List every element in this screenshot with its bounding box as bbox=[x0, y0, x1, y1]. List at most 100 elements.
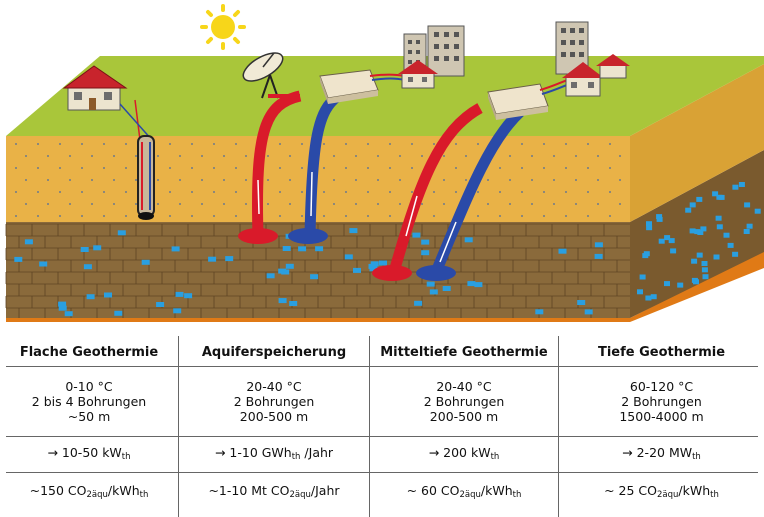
water-pocket bbox=[412, 232, 421, 238]
water-pocket bbox=[646, 225, 653, 231]
cold-reservoir-mid bbox=[416, 265, 456, 281]
column-divider bbox=[369, 336, 370, 517]
house-icon bbox=[62, 65, 128, 111]
cold-reservoir-aquifer bbox=[288, 228, 328, 244]
depth: 200-500 m bbox=[429, 409, 499, 424]
water-pocket bbox=[442, 286, 451, 291]
water-pocket bbox=[535, 309, 544, 315]
water-pocket bbox=[743, 229, 750, 234]
water-pocket bbox=[104, 292, 112, 298]
water-pocket bbox=[594, 242, 603, 248]
conditions-cell: 0-10 °C 2 bis 4 Bohrungen ~50 m bbox=[0, 367, 178, 436]
output-cell: → 200 kWth bbox=[370, 437, 558, 472]
water-pocket bbox=[715, 215, 722, 221]
emissions-subscript: 2äqu bbox=[459, 490, 481, 500]
water-pocket bbox=[702, 274, 709, 280]
water-pocket bbox=[344, 254, 353, 260]
water-pocket bbox=[429, 289, 438, 295]
water-pocket bbox=[754, 208, 761, 214]
water-pocket bbox=[689, 228, 696, 234]
water-pocket bbox=[315, 246, 324, 252]
emissions-subscript: 2äqu bbox=[86, 490, 108, 500]
water-pocket bbox=[414, 300, 423, 306]
conditions-cell: 20-40 °C 2 Bohrungen 200-500 m bbox=[179, 367, 369, 436]
output-value: → 200 kW bbox=[428, 444, 491, 460]
emissions-value: ~ 25 CO bbox=[604, 483, 658, 498]
temperature: 20-40 °C bbox=[436, 379, 492, 394]
water-pocket bbox=[744, 202, 751, 208]
emissions-cell: ~ 60 CO2äqu/kWhth bbox=[370, 473, 558, 513]
emissions-value: ~1-10 Mt CO bbox=[208, 483, 290, 498]
water-pocket bbox=[642, 253, 649, 259]
water-pocket bbox=[713, 254, 720, 260]
row-divider bbox=[6, 436, 758, 437]
water-pocket bbox=[738, 182, 745, 187]
water-pocket bbox=[664, 235, 671, 241]
water-pocket bbox=[670, 248, 677, 254]
sand-layer bbox=[6, 136, 630, 222]
water-pocket bbox=[379, 260, 387, 266]
conditions-cell: 20-40 °C 2 Bohrungen 200-500 m bbox=[370, 367, 558, 436]
water-pocket bbox=[696, 252, 703, 258]
boreholes: 2 bis 4 Bohrungen bbox=[31, 394, 147, 409]
emissions-subscript: 2äqu bbox=[289, 490, 311, 500]
boreholes: 2 Bohrungen bbox=[233, 394, 315, 409]
emissions-unit: /Jahr bbox=[310, 483, 340, 498]
water-pocket bbox=[285, 263, 294, 269]
column-header: Flache Geothermie bbox=[19, 344, 159, 360]
water-pocket bbox=[558, 248, 567, 254]
water-pocket bbox=[677, 282, 684, 288]
water-pocket bbox=[732, 184, 739, 190]
column-header: Mitteltiefe Geothermie bbox=[380, 344, 548, 360]
water-pocket bbox=[282, 246, 291, 251]
water-pocket bbox=[645, 295, 652, 301]
water-pocket bbox=[700, 226, 707, 232]
sand-layer-side bbox=[630, 64, 764, 222]
water-pocket bbox=[584, 309, 593, 315]
water-pocket bbox=[577, 300, 586, 305]
water-pocket bbox=[141, 259, 150, 265]
emissions-unit-subscript: th bbox=[139, 490, 149, 500]
output-value: → 2-20 MW bbox=[622, 444, 693, 460]
column-divider bbox=[178, 336, 179, 517]
water-pocket bbox=[114, 310, 123, 316]
output-suffix: /Jahr bbox=[300, 444, 334, 460]
water-pocket bbox=[225, 256, 234, 262]
temperature: 60-120 °C bbox=[629, 379, 694, 394]
water-pocket bbox=[464, 237, 473, 243]
water-pocket bbox=[278, 268, 287, 274]
depth: 1500-4000 m bbox=[619, 409, 704, 424]
water-pocket bbox=[668, 238, 675, 244]
emissions-cell: ~1-10 Mt CO2äqu/Jahr bbox=[179, 473, 369, 513]
sun-icon bbox=[200, 4, 246, 50]
house-icon bbox=[562, 62, 604, 97]
water-pocket bbox=[691, 258, 698, 264]
comparison-table: Flache Geothermie Aquiferspeicherung Mit… bbox=[0, 336, 764, 517]
geothermal-diagram bbox=[5, 4, 764, 322]
water-pocket bbox=[80, 247, 89, 252]
hot-pipe-mid bbox=[388, 103, 483, 274]
water-pocket bbox=[369, 266, 378, 272]
water-pocket bbox=[474, 282, 483, 288]
water-pocket bbox=[656, 214, 663, 220]
output-cell: → 2-20 MWth bbox=[559, 437, 764, 472]
row-divider bbox=[6, 366, 758, 367]
water-pocket bbox=[298, 246, 307, 252]
water-pocket bbox=[349, 228, 358, 234]
water-pocket bbox=[421, 239, 430, 245]
depth: 200-500 m bbox=[239, 409, 309, 424]
water-pocket bbox=[58, 305, 67, 311]
emissions-unit: /kWh bbox=[107, 483, 140, 498]
water-pocket bbox=[421, 250, 430, 256]
column-header: Aquiferspeicherung bbox=[201, 344, 347, 360]
water-pocket bbox=[426, 281, 435, 287]
water-pocket bbox=[716, 224, 723, 230]
emissions-cell: ~150 CO2äqu/kWhth bbox=[0, 473, 178, 513]
water-pocket bbox=[184, 293, 193, 299]
temperature: 20-40 °C bbox=[246, 379, 302, 394]
water-pocket bbox=[732, 251, 739, 257]
water-pocket bbox=[289, 301, 298, 306]
emissions-subscript: 2äqu bbox=[657, 490, 679, 500]
emissions-unit: /kWh bbox=[678, 483, 711, 498]
water-pocket bbox=[701, 267, 708, 273]
